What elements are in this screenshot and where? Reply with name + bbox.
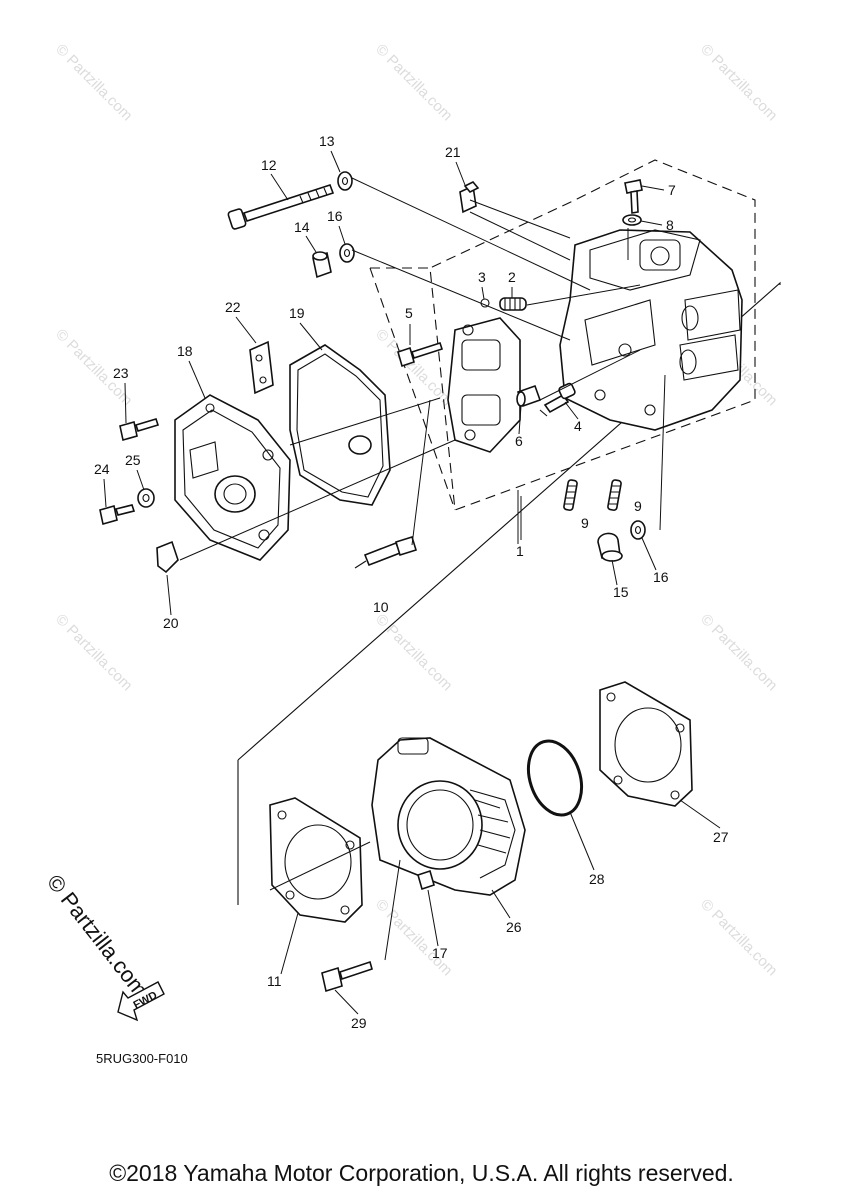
watermark: © Partzilla.com [372,611,455,694]
callout-21: 21 [445,144,461,160]
bolt [119,418,160,442]
watermark: © Partzilla.com [52,611,135,694]
spark-plug [354,535,417,569]
watermark: © Partzilla.com [372,896,455,979]
callout-1: 1 [516,543,524,559]
callout-labels: 1 2 3 4 5 6 7 8 9 9 10 11 12 13 14 15 16… [94,133,729,1031]
callout-28: 28 [589,871,605,887]
watermark: © Partzilla.com [697,896,780,979]
callout-20: 20 [163,615,179,631]
callout-18: 18 [177,343,193,359]
callout-10: 10 [373,599,389,615]
stud-bolt [563,479,578,511]
head-cover-gasket [289,344,391,506]
o-ring [526,739,584,817]
callout-leaders [103,150,721,1015]
stud-bolt [607,479,622,511]
callout-12: 12 [261,157,277,173]
bolt [99,504,136,526]
callout-22: 22 [225,299,241,315]
clamp [156,540,179,574]
callout-2: 2 [508,269,516,285]
callout-3: 3 [478,269,486,285]
callout-11: 11 [267,973,282,989]
watermark: © Partzilla.com [52,41,135,124]
long-bolt [227,184,335,230]
callout-26: 26 [506,919,522,935]
head-assembly-boundary [369,159,756,511]
partzilla-logo: © Partzilla.com FWD [42,870,165,1022]
watermark: © Partzilla.com [697,611,780,694]
head-cover [174,394,291,561]
callout-29: 29 [351,1015,367,1031]
watermark: © Partzilla.com [372,41,455,124]
cam-holder [447,317,521,453]
leader-lines [179,177,666,961]
callout-7: 7 [668,182,676,198]
callout-23: 23 [113,365,129,381]
bolt [624,179,643,214]
callout-19: 19 [289,305,305,321]
grommet [137,488,155,508]
cylinder-head [559,229,743,431]
head-gasket [599,681,693,807]
callout-16b: 16 [653,569,669,585]
callout-9a: 9 [581,515,589,531]
callout-13: 13 [319,133,335,149]
callout-17: 17 [432,945,448,961]
cylinder-group-boundary [237,281,781,905]
washer [337,171,353,191]
callout-14: 14 [294,219,310,235]
diagram-code: 5RUG300-F010 [96,1051,188,1066]
washer [630,520,646,540]
logo-text: © Partzilla.com [42,870,153,1002]
washer [622,214,642,226]
callout-24: 24 [94,461,110,477]
dowel-pin [312,251,332,279]
clip [459,181,480,214]
spring-plunger [499,297,527,311]
sensor [539,382,576,417]
watermark: © Partzilla.com [697,41,780,124]
bolt [397,341,444,368]
callout-8: 8 [666,217,674,233]
bolt [321,960,373,993]
callout-25: 25 [125,452,141,468]
cap-nut [597,532,623,562]
dowel-pin [417,869,435,891]
callout-27: 27 [713,829,729,845]
callout-5: 5 [405,305,413,321]
copyright-notice: ©2018 Yamaha Motor Corporation, U.S.A. A… [109,1160,734,1186]
callout-15: 15 [613,584,629,600]
callout-4: 4 [574,418,582,434]
cylinder [371,737,526,896]
bracket [249,340,274,395]
washer [339,243,355,263]
callout-6: 6 [515,433,523,449]
cylinder-gasket [269,797,363,923]
callout-16a: 16 [327,208,343,224]
callout-9b: 9 [634,498,642,514]
